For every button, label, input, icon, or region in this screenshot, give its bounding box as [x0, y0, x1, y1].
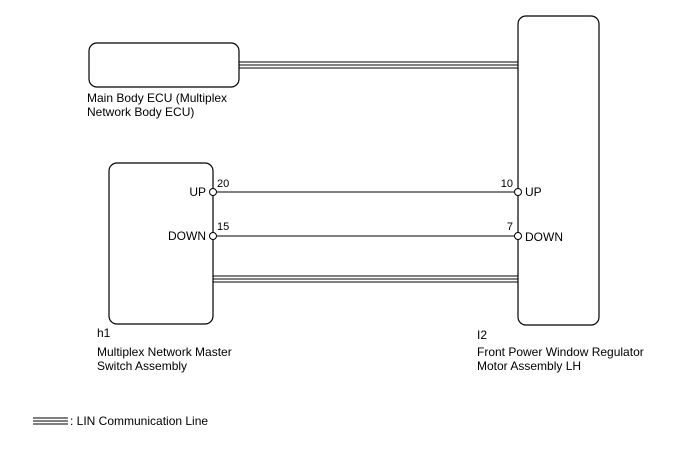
master-switch-up-pin: 20: [217, 178, 229, 190]
regulator-up-pin: 10: [501, 178, 513, 190]
regulator-up-label: UP: [525, 185, 542, 199]
master-switch-down-terminal: [209, 232, 217, 240]
master-switch-name-line1: Multiplex Network Master: [97, 345, 232, 359]
regulator-down-terminal: [514, 232, 522, 240]
regulator-motor-box: [517, 15, 600, 326]
regulator-down-label: DOWN: [525, 230, 563, 244]
master-switch-up-terminal: [209, 188, 217, 196]
main-body-ecu-box: [88, 42, 240, 88]
main-body-ecu-name-line2: Network Body ECU): [87, 105, 194, 119]
lin-line-ecu-to-regulator: [239, 61, 518, 69]
main-body-ecu-name-line1: Main Body ECU (Multiplex: [87, 91, 227, 105]
regulator-motor-code: I2: [477, 328, 487, 342]
master-switch-up-label: UP: [189, 185, 206, 199]
regulator-motor-name-line1: Front Power Window Regulator: [477, 345, 644, 359]
regulator-down-pin: 7: [507, 221, 513, 233]
lin-line-switch-to-regulator: [213, 275, 518, 283]
master-switch-down-label: DOWN: [168, 229, 206, 243]
legend-lin-symbol: [33, 417, 68, 425]
master-switch-down-pin: 15: [217, 221, 229, 233]
master-switch-box: [108, 162, 214, 325]
master-switch-code: h1: [97, 326, 111, 340]
legend-text: : LIN Communication Line: [70, 414, 208, 428]
master-switch-name-line2: Switch Assembly: [97, 359, 187, 373]
regulator-up-terminal: [514, 188, 522, 196]
regulator-motor-name-line2: Motor Assembly LH: [477, 359, 581, 373]
